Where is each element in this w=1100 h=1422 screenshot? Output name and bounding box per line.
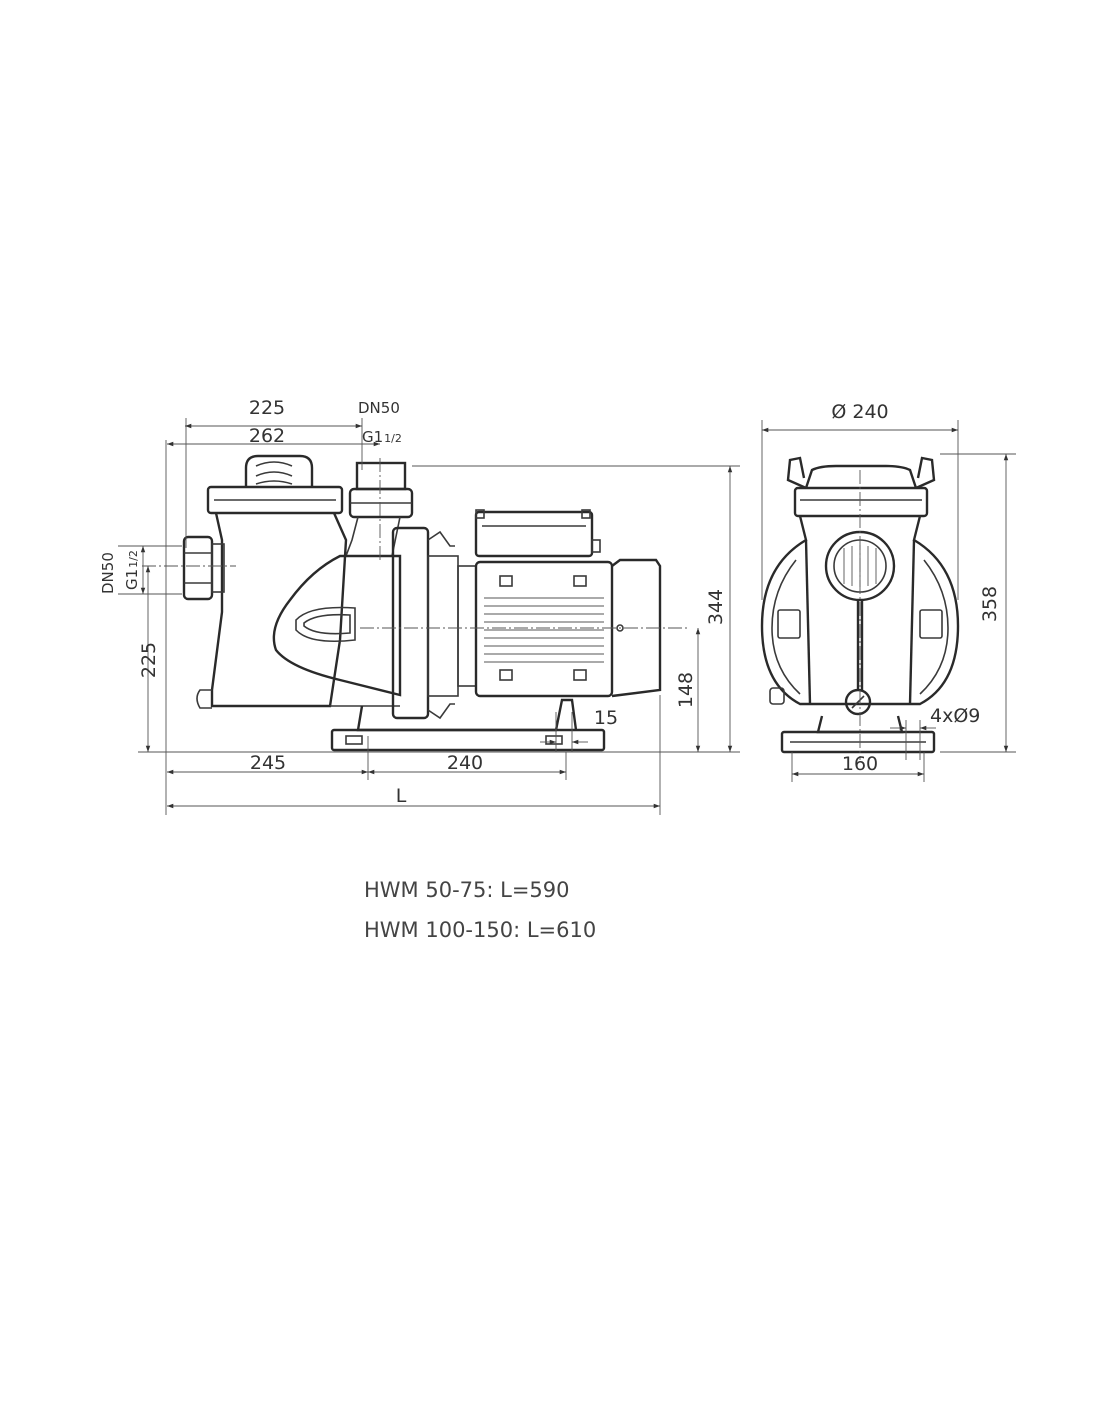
note-hwm-50-75: HWM 50-75: L=590	[364, 878, 570, 902]
outlet-thread-label: G11/2	[362, 428, 402, 446]
inlet-union	[182, 535, 225, 601]
dim-344: 344	[705, 589, 727, 625]
motor-flange	[391, 526, 477, 720]
outlet-dn-label: DN50	[358, 399, 400, 417]
dim-diameter-240: Ø 240	[831, 401, 888, 423]
pump-volute	[272, 554, 402, 707]
front-base	[780, 715, 936, 754]
inlet-thread-label: G11/2	[123, 550, 141, 590]
outlet-thread-fraction: 1/2	[384, 432, 402, 445]
pump-base	[330, 698, 606, 752]
dim-225-top: 225	[249, 397, 285, 419]
dim-358: 358	[979, 586, 1001, 622]
outlet-thread-base: G1	[362, 428, 383, 446]
dim-148: 148	[675, 672, 697, 708]
dim-240: 240	[447, 752, 483, 774]
front-lid	[786, 456, 936, 518]
inlet-thread-fraction: 1/2	[127, 550, 140, 568]
strainer-pot	[196, 454, 348, 709]
dim-15: 15	[594, 707, 618, 729]
inlet-dn-label: DN50	[99, 552, 117, 594]
dim-262: 262	[249, 425, 285, 447]
side-view: 225 262 DN50 G11/2 DN50 G11/2 225 344 14…	[99, 397, 740, 815]
note-hwm-100-150: HWM 100-150: L=610	[364, 918, 597, 942]
front-view: Ø 240 358 4xØ9 160	[760, 401, 1016, 782]
dim-L: L	[396, 785, 407, 807]
motor	[474, 509, 662, 698]
inlet-thread-base: G1	[123, 569, 141, 590]
dim-4x-d9: 4xØ9	[930, 705, 980, 727]
dim-160: 160	[842, 753, 878, 775]
outlet-union	[344, 461, 414, 557]
dim-245: 245	[250, 752, 286, 774]
dim-225-left: 225	[138, 642, 160, 678]
